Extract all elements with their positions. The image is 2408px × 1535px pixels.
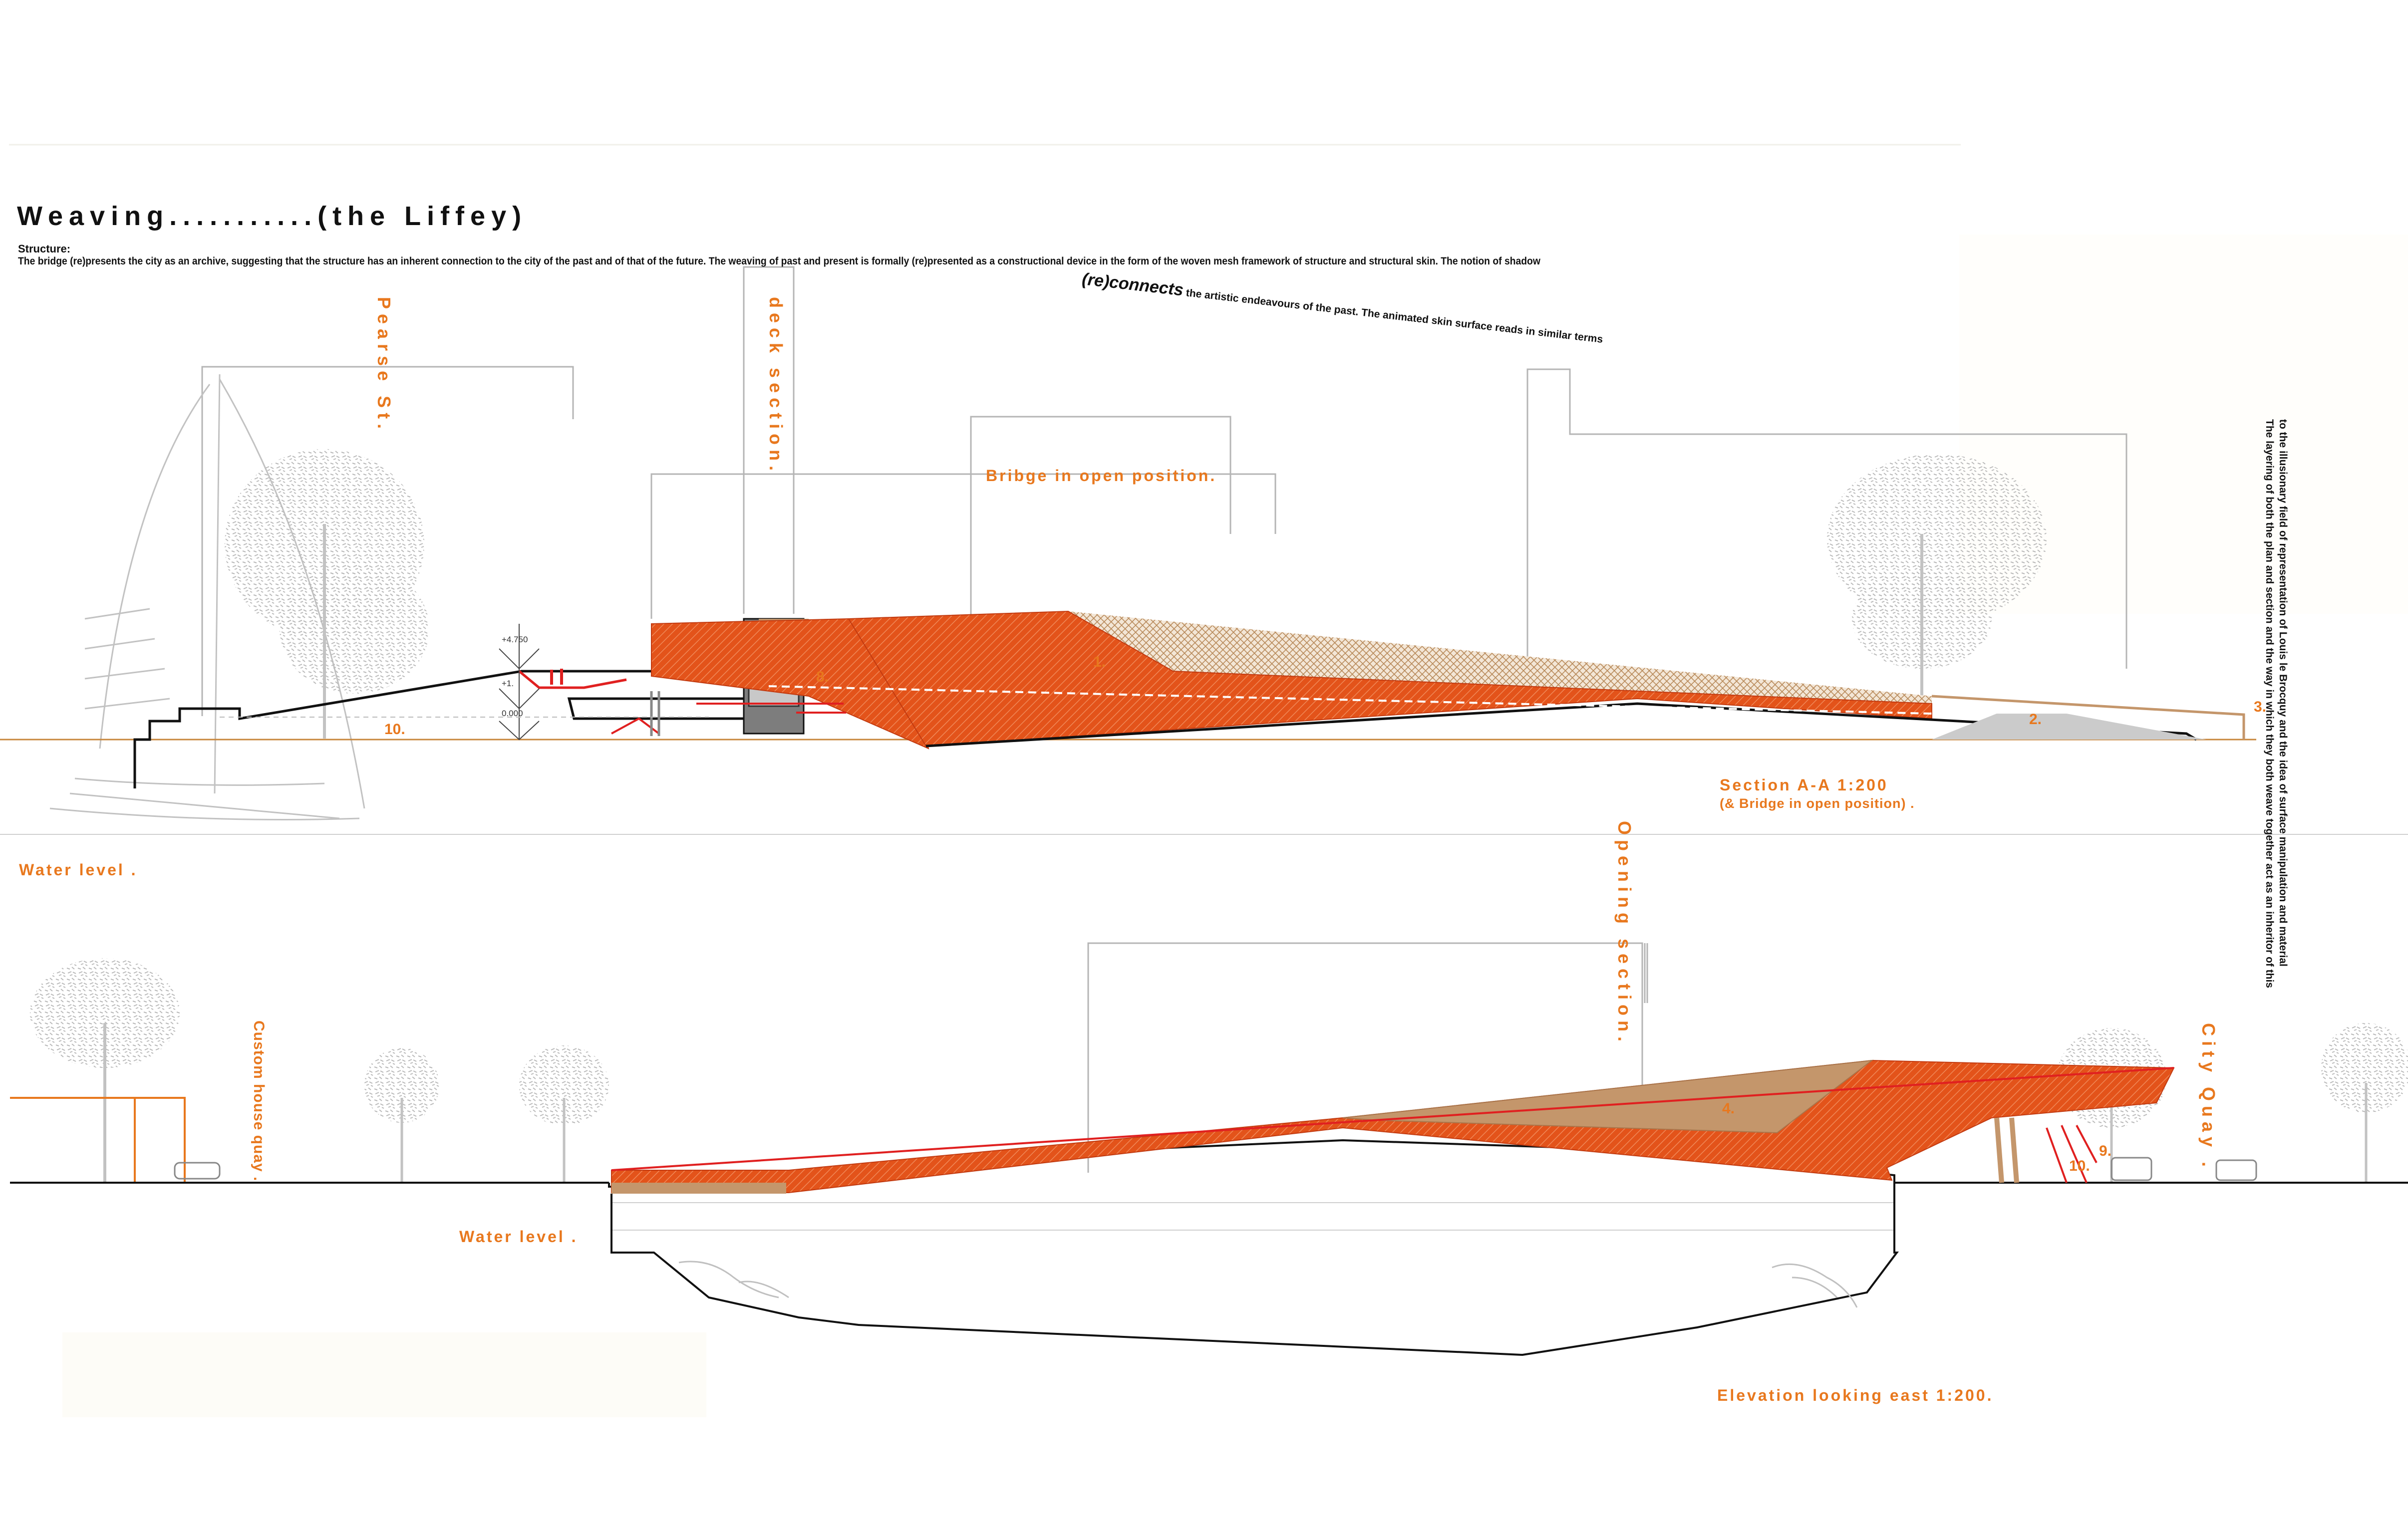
elevation-bridge-red <box>611 1059 2175 1193</box>
section-number-2: 2. <box>2029 711 2042 728</box>
car-right-1 <box>2110 1157 2152 1181</box>
section-number-10: 10. <box>384 721 405 738</box>
section-number-8: 8. <box>816 669 829 685</box>
section-tree-right <box>1827 454 2047 709</box>
river-bed <box>610 1183 1899 1356</box>
lower-left-panel <box>62 1332 706 1417</box>
abutment-grey <box>1932 714 2206 740</box>
section-tree-left <box>225 449 429 739</box>
elevation-bridge-tan-start <box>611 1183 786 1194</box>
level-markers <box>499 624 540 741</box>
structure-heading: Structure: <box>18 243 71 255</box>
level-label-mid: +1. <box>502 679 514 688</box>
custom-house-building <box>10 1097 186 1183</box>
section-caption: Section A-A 1:200 <box>1720 776 1888 794</box>
elevation-number-9: 9. <box>2099 1143 2112 1159</box>
open-position-label: Bribge in open position. <box>986 467 1217 485</box>
section-caption-sub: (& Bridge in open position) . <box>1720 796 1915 811</box>
elevation-caption: Elevation looking east 1:200. <box>1717 1386 1994 1404</box>
structure-text-line3: to the illusionary field of representati… <box>2277 419 2289 967</box>
riverbank-sketches <box>678 1261 1858 1308</box>
page-title: Weaving...........(the Liffey) <box>17 201 528 231</box>
elevation-number-10: 10. <box>2069 1158 2090 1174</box>
elevation-ground <box>10 1139 2408 1188</box>
section-quay-profile <box>133 670 709 788</box>
opening-section-label: Opening section. <box>1614 821 1635 1047</box>
section-number-1: 1. <box>1093 654 1106 670</box>
bridge-open-tan-rail <box>1931 695 2245 740</box>
bridge-open-underside <box>925 702 2197 748</box>
elevation-outlines <box>1087 942 1648 1173</box>
deck-section-label: deck section. <box>766 297 786 476</box>
city-quay-label: City Quay . <box>2198 1023 2219 1172</box>
section-building-outlines <box>201 266 2127 716</box>
section-stair <box>518 670 627 689</box>
elevation-number-4: 4. <box>1722 1100 1735 1117</box>
elevation-bridge-tan <box>1342 1059 1874 1134</box>
level-label-top: +4.750 <box>502 635 528 644</box>
section-water-level-label: Water level . <box>19 861 138 879</box>
elevation-red-line <box>611 1067 2174 1171</box>
bridge-open-mesh <box>1068 611 1932 704</box>
elevation-water-level-label: Water level . <box>459 1228 578 1246</box>
river-opening <box>611 1202 1895 1231</box>
structure-text-line1: The bridge (re)presents the city as an a… <box>18 256 1540 267</box>
section-number-3: 3. <box>2254 699 2267 715</box>
car-left <box>174 1162 221 1180</box>
custom-house-quay-label: Custom house quay . <box>251 1021 267 1182</box>
pearse-street-label: Pearse St. <box>374 297 394 434</box>
car-right-2 <box>2215 1159 2257 1181</box>
level-label-zero: 0.000 <box>502 709 523 718</box>
